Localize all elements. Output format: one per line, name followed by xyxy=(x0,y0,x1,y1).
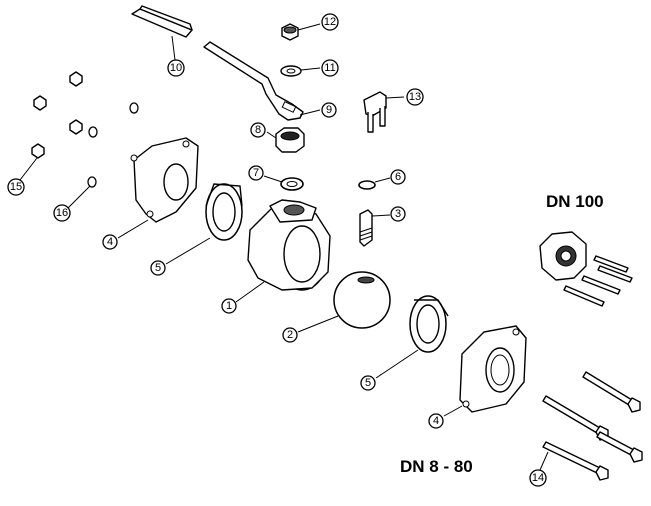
svg-text:8: 8 xyxy=(255,124,261,136)
svg-text:10: 10 xyxy=(170,62,182,74)
end-connector-left-part xyxy=(130,137,199,223)
heading-dn100: DN 100 xyxy=(546,192,604,211)
heading-dn8-80: DN 8 - 80 xyxy=(400,457,473,476)
callout-8: 8 xyxy=(250,122,266,138)
callout-5: 5 xyxy=(150,260,166,276)
handle-sleeve-part xyxy=(131,5,193,38)
svg-text:12: 12 xyxy=(324,16,336,28)
svg-text:6: 6 xyxy=(395,171,401,183)
left-nuts-washers xyxy=(31,71,139,188)
svg-text:3: 3 xyxy=(395,208,401,220)
svg-text:4: 4 xyxy=(433,415,439,427)
callout-15: 15 xyxy=(7,178,25,196)
svg-text:5: 5 xyxy=(365,377,371,389)
svg-text:13: 13 xyxy=(409,91,421,103)
dn100-assembly xyxy=(539,231,633,307)
callout-1: 1 xyxy=(221,298,237,314)
callout-6: 6 xyxy=(390,169,406,185)
end-connector-right-part xyxy=(459,325,527,413)
seat-ring-left-part xyxy=(205,183,243,241)
nut-part xyxy=(281,23,299,41)
gland-nut-part xyxy=(275,127,305,153)
svg-text:11: 11 xyxy=(324,62,335,74)
lever-handle-part xyxy=(203,41,304,121)
stop-plate-part xyxy=(363,91,387,133)
svg-text:2: 2 xyxy=(287,329,293,341)
svg-text:7: 7 xyxy=(253,167,259,179)
seat-ring-right-part xyxy=(409,295,449,353)
callout-10: 10 xyxy=(167,59,185,77)
callout-4b: 4 xyxy=(428,413,444,429)
callout-7: 7 xyxy=(248,165,264,181)
callout-11: 11 xyxy=(321,59,339,77)
callout-13: 13 xyxy=(406,88,424,106)
svg-text:14: 14 xyxy=(532,472,544,484)
valve-body-part xyxy=(247,199,331,291)
svg-text:5: 5 xyxy=(155,262,161,274)
svg-text:15: 15 xyxy=(10,181,22,193)
callout-9: 9 xyxy=(321,102,337,118)
callout-12: 12 xyxy=(321,13,339,31)
long-bolts-part xyxy=(542,371,643,481)
callout-3: 3 xyxy=(390,206,406,222)
o-ring-part xyxy=(358,180,376,190)
callout-14: 14 xyxy=(529,469,547,487)
svg-text:9: 9 xyxy=(326,104,332,116)
svg-text:16: 16 xyxy=(56,207,68,219)
ball-part xyxy=(333,271,391,329)
packing-ring-part xyxy=(280,177,304,191)
svg-text:4: 4 xyxy=(107,236,113,248)
stem-part xyxy=(359,209,373,247)
washer-part xyxy=(280,65,302,77)
callout-2: 2 xyxy=(282,327,298,343)
callout-4: 4 xyxy=(102,234,118,250)
svg-text:1: 1 xyxy=(226,300,232,312)
callout-5b: 5 xyxy=(360,375,376,391)
callout-16: 16 xyxy=(53,204,71,222)
